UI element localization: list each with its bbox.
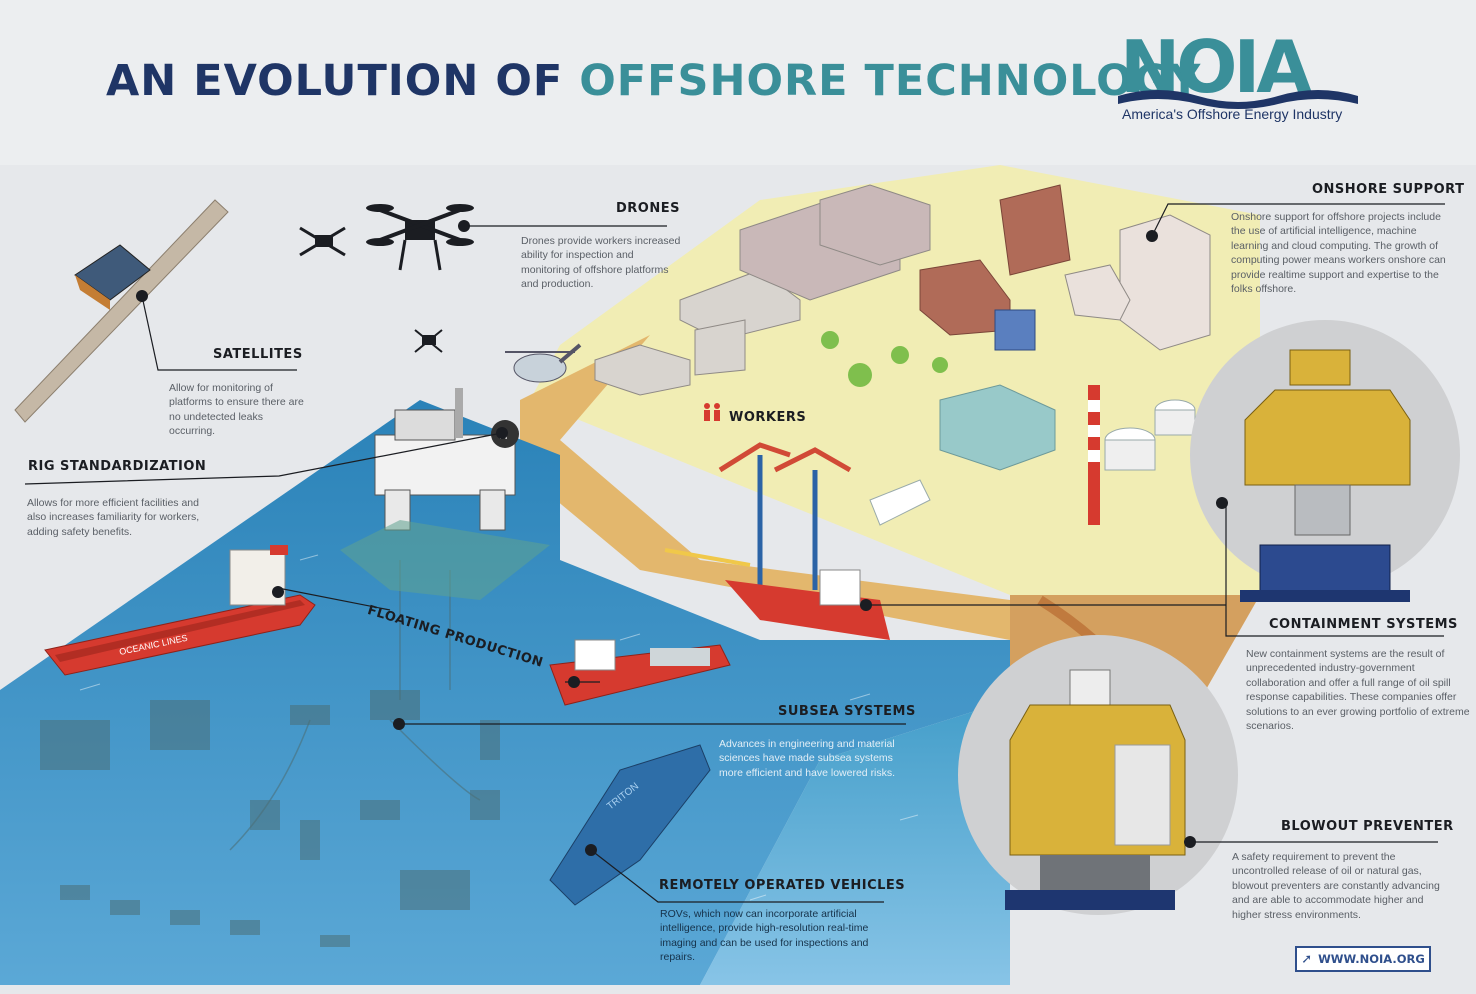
workers-title: WORKERS: [729, 410, 807, 425]
bop-title: BLOWOUT PREVENTER: [1281, 819, 1454, 834]
website-url: WWW.NOIA.ORG: [1318, 952, 1425, 966]
logo-tagline: America's Offshore Energy Industry: [1122, 106, 1343, 122]
containment-text: New containment systems are the result o…: [1246, 648, 1470, 733]
satellite-icon: [14, 199, 229, 423]
bop-text: A safety requirement to prevent the unco…: [1232, 851, 1440, 921]
workers-icon: [704, 403, 720, 421]
helicopter-icon: [505, 343, 582, 383]
blowout-preventer-icon: [1005, 669, 1186, 910]
rov-icon: TRITON: [549, 744, 711, 906]
crane-icon: [664, 442, 852, 590]
title-part-2: OFFSHORE TECHNOLOGY: [579, 56, 1202, 106]
small-ship-icon: [549, 639, 731, 706]
satellites-title: SATELLITES: [213, 347, 303, 362]
drone-icon: [366, 204, 474, 271]
title-part-1: AN EVOLUTION OF: [106, 56, 564, 106]
onshore-text: Onshore support for offshore projects in…: [1231, 211, 1446, 296]
tanker-icon: OCEANIC LINES: [44, 545, 316, 676]
subsea-title: SUBSEA SYSTEMS: [778, 704, 916, 719]
rov-text: ROVs, which now can incorporate artifici…: [660, 908, 869, 964]
onshore-title: ONSHORE SUPPORT: [1312, 182, 1465, 197]
rig-text: Allows for more efficient facilities and…: [27, 497, 200, 538]
capping-stack-icon: [1240, 349, 1411, 602]
drones-title: DRONES: [616, 201, 680, 216]
sea-surface: [0, 400, 1010, 985]
website-link[interactable]: ➚ WWW.NOIA.ORG: [1295, 946, 1431, 972]
noia-logo: NOIA: [1118, 34, 1358, 109]
city-buildings: [594, 184, 1211, 526]
arrow-icon: ➚: [1301, 951, 1313, 966]
rov-title: REMOTELY OPERATED VEHICLES: [659, 878, 906, 893]
subsea-text: Advances in engineering and material sci…: [719, 738, 896, 779]
drones-text: Drones provide workers increased ability…: [521, 235, 681, 291]
supply-ship: [725, 569, 890, 640]
rig-title: RIG STANDARDIZATION: [28, 459, 207, 474]
satellites-text: Allow for monitoring of platforms to ens…: [169, 382, 304, 438]
containment-title: CONTAINMENT SYSTEMS: [1269, 617, 1458, 632]
header: [0, 0, 1476, 165]
page-title: AN EVOLUTION OF OFFSHORE TECHNOLOGY: [106, 56, 1201, 106]
